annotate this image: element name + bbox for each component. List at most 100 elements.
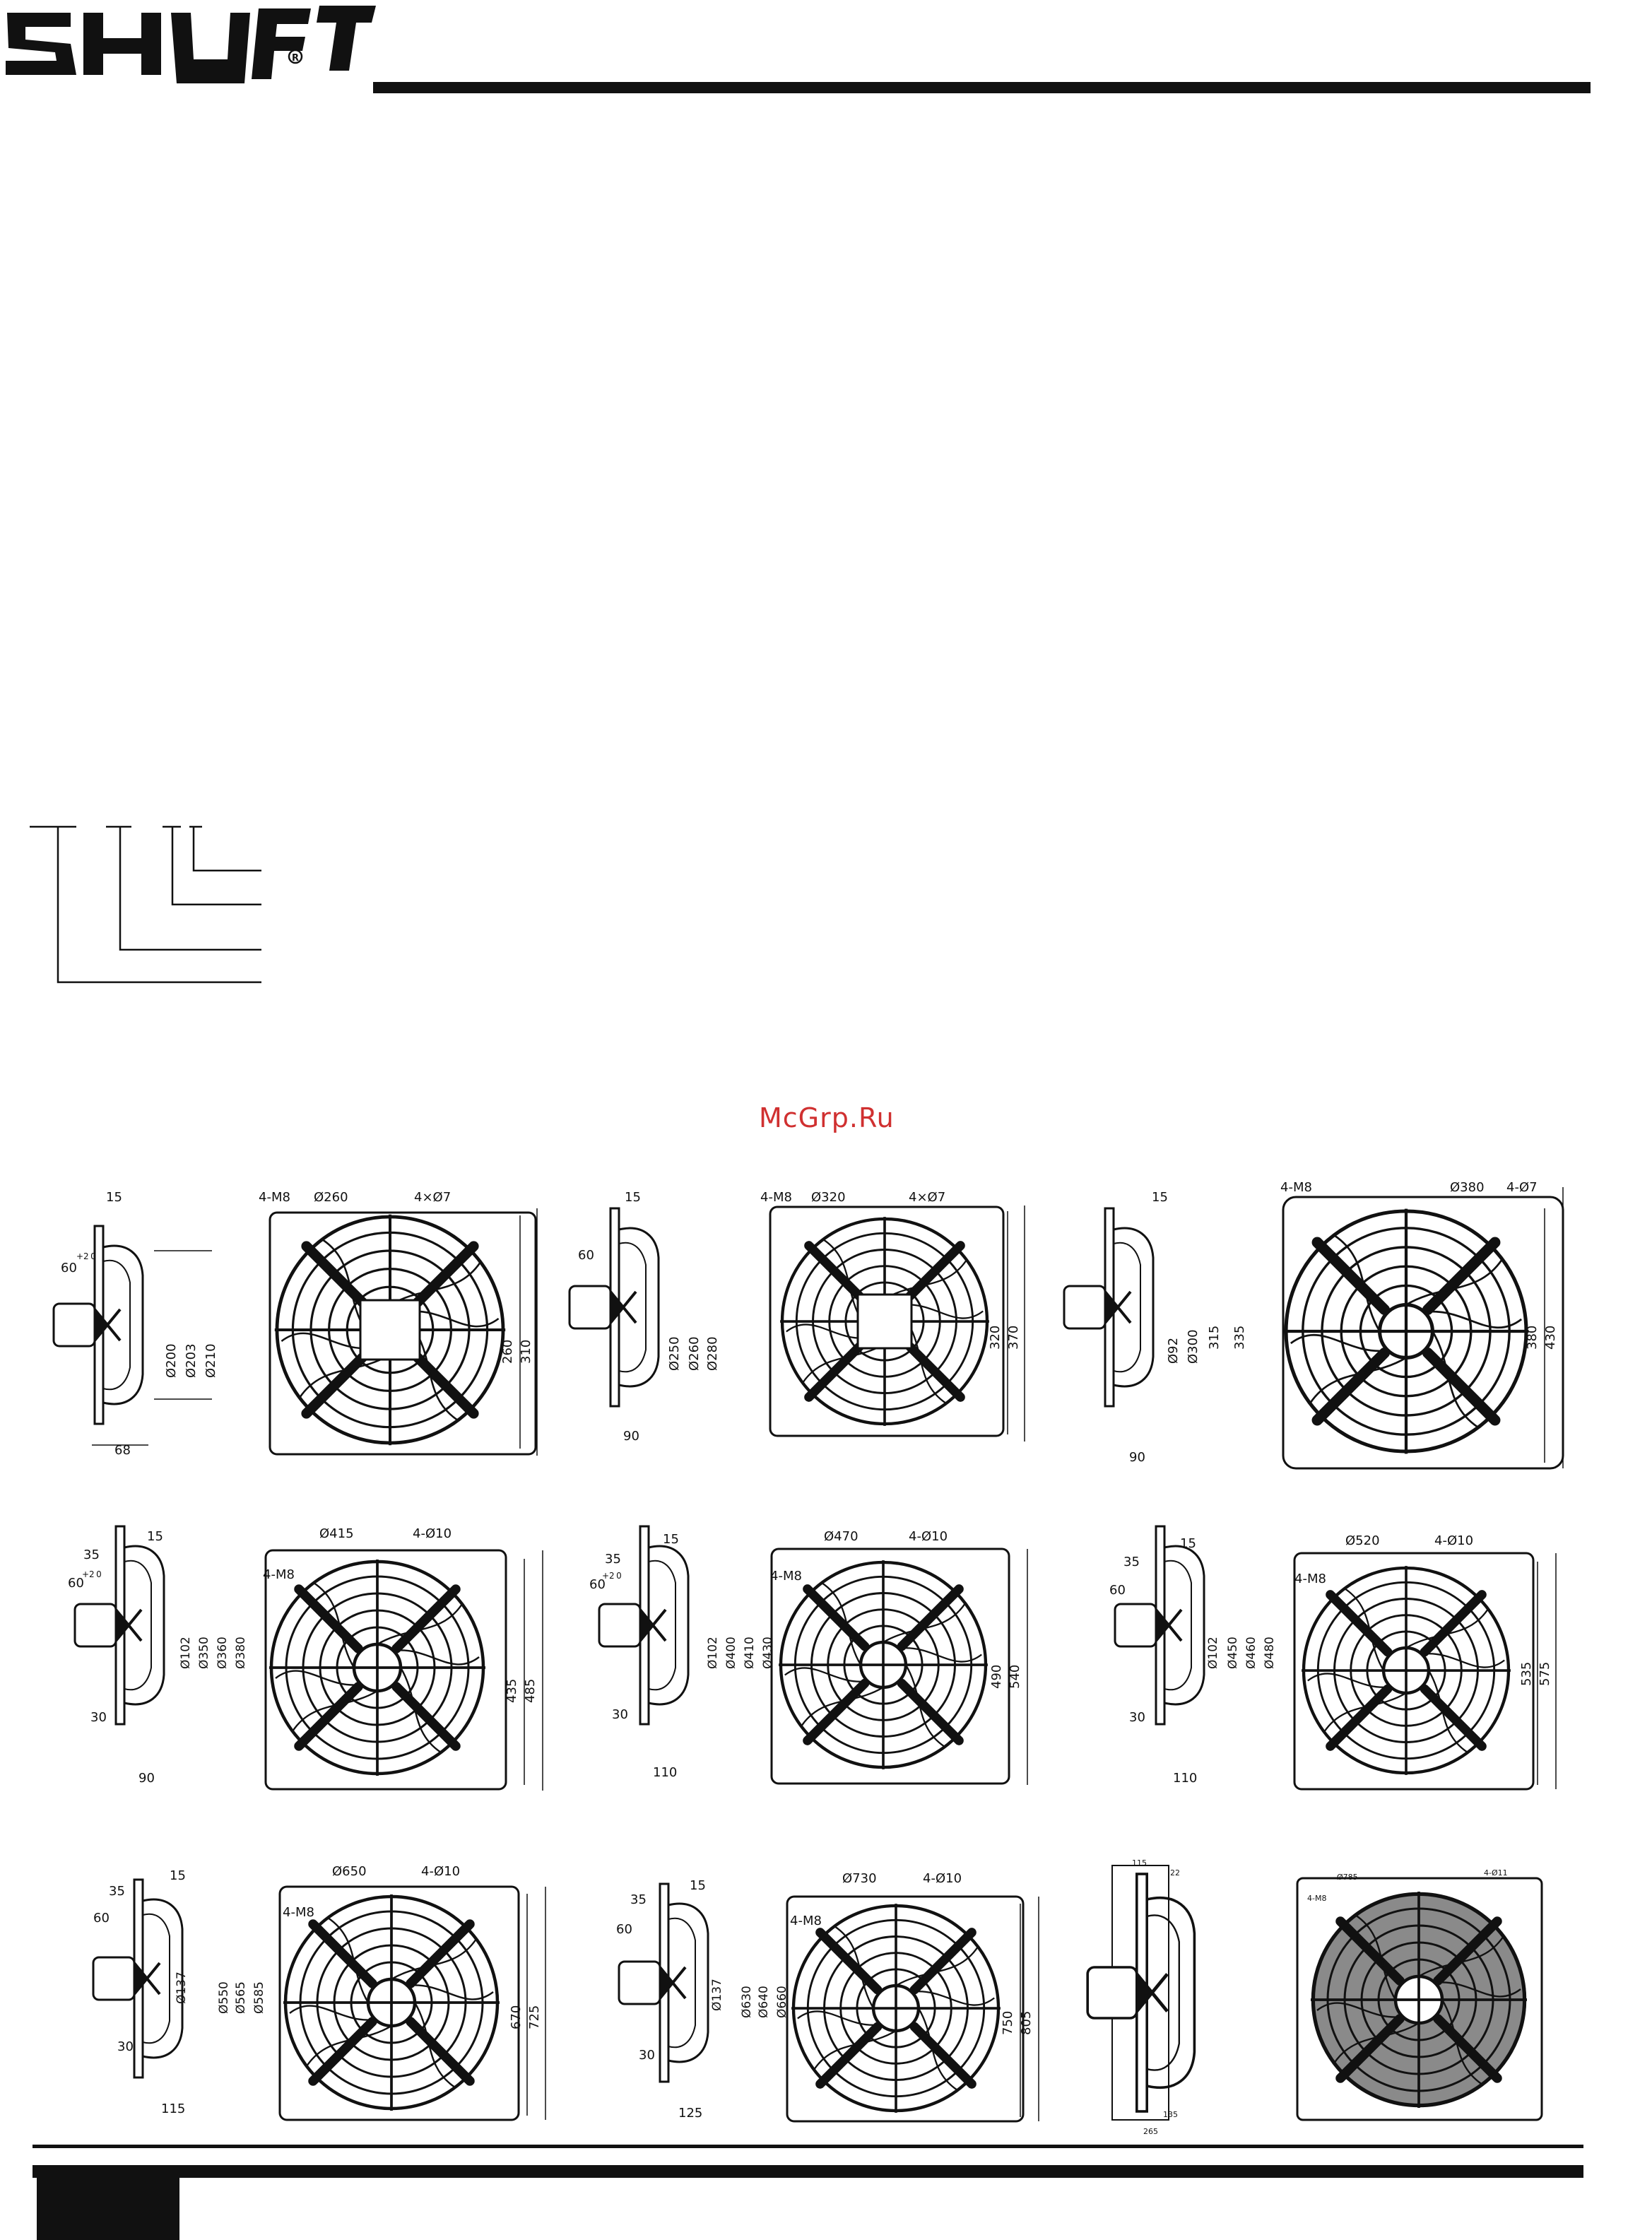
d1-height: 60	[61, 1261, 77, 1275]
d3-thread: 4-M8	[1280, 1180, 1312, 1195]
d8-dim-a: Ø137	[710, 1979, 724, 2011]
logo-letter-s	[6, 13, 76, 75]
d2-front-a: 320	[988, 1326, 1003, 1350]
d1-diameter: Ø260	[314, 1190, 348, 1205]
d5-front-a: 490	[989, 1665, 1004, 1689]
d1-dim-a: Ø200	[164, 1343, 179, 1378]
d4-front-b: 485	[523, 1679, 538, 1703]
d4-height: 60	[68, 1576, 84, 1591]
d4-dim-c: Ø360	[216, 1637, 230, 1669]
d3-dim-a: Ø92	[1166, 1338, 1181, 1364]
drawing-d9: 115 22 135 265 4-M8 Ø785 4-Ø11	[1087, 1858, 1543, 2134]
d1-holes: 4×Ø7	[414, 1190, 451, 1205]
drawing-d1: 15 60 +2 0 68 Ø200 Ø203 Ø210 4-M8 Ø260 4…	[52, 1190, 538, 1458]
d8-height: 60	[616, 1922, 632, 1937]
d7-holes: 4-Ø10	[421, 1864, 460, 1879]
d7-depth: 115	[161, 2102, 185, 2116]
d8-diameter: Ø730	[842, 1871, 877, 1886]
brand-logo: R	[6, 6, 376, 83]
designation-tree	[30, 825, 261, 984]
d5-bottom: 30	[612, 1707, 628, 1722]
d3-dim-d: 335	[1232, 1326, 1247, 1350]
d5-depth: 110	[653, 1765, 677, 1780]
drawing-d4: 15 35 60 +2 0 30 90 Ø102 Ø350 Ø360 Ø380 …	[68, 1525, 543, 1791]
d7-height: 60	[93, 1911, 110, 1926]
d8-dim-d: Ø660	[775, 1986, 789, 2018]
d5-dim-a: Ø102	[706, 1637, 720, 1669]
d5-front-b: 540	[1008, 1665, 1022, 1689]
tree-branch-2	[106, 825, 261, 951]
d9-top-a: 115	[1132, 1858, 1147, 1868]
d5-thread: 4-M8	[770, 1569, 802, 1584]
d7-dim-b: Ø550	[217, 1981, 231, 2014]
d8-holes: 4-Ø10	[923, 1871, 962, 1886]
d4-depth: 90	[138, 1771, 155, 1786]
d8-flange: 15	[690, 1878, 706, 1893]
d2-height: 60	[578, 1248, 594, 1263]
d6-diameter: Ø520	[1345, 1533, 1380, 1548]
d8-front-a: 750	[1001, 2011, 1015, 2035]
d4-front-a: 435	[505, 1679, 519, 1703]
d6-dim-b: Ø450	[1226, 1637, 1240, 1669]
d1-dim-c: Ø210	[203, 1343, 218, 1378]
tree-branch-3	[163, 825, 261, 906]
d6-height: 60	[1109, 1583, 1126, 1598]
drawing-d6: 15 35 60 30 110 Ø102 Ø450 Ø460 Ø480 4-M8…	[1109, 1525, 1557, 1791]
tree-branch-1	[30, 825, 261, 984]
d2-diameter: Ø320	[811, 1190, 846, 1205]
d5-flange: 15	[663, 1532, 679, 1547]
d6-dim-d: Ø480	[1263, 1637, 1277, 1669]
logo-letter-t	[317, 6, 376, 71]
d3-holes: 4-Ø7	[1506, 1180, 1538, 1195]
d4-dim-a: Ø102	[179, 1637, 193, 1669]
d7-thread: 4-M8	[283, 1905, 314, 1920]
d6-thread: 4-M8	[1294, 1572, 1326, 1586]
d3-dim-c: 315	[1207, 1326, 1222, 1350]
d5-dim-b: Ø400	[724, 1637, 738, 1669]
d1-thread: 4-M8	[259, 1190, 290, 1205]
d9-depth-b: 265	[1143, 2127, 1158, 2134]
d3-front-a: 380	[1525, 1326, 1540, 1350]
d4-dim-b: Ø350	[197, 1637, 211, 1669]
d8-bottom: 30	[639, 2048, 655, 2063]
d8-depth: 125	[678, 2106, 702, 2121]
d2-holes: 4×Ø7	[909, 1190, 945, 1205]
drawing-d3: 15 90 Ø92 Ø300 315 335 4-M8 Ø380 4-Ø7 38…	[1063, 1180, 1564, 1470]
d3-depth: 90	[1129, 1450, 1145, 1465]
d8-offset: 35	[630, 1892, 647, 1907]
d4-diameter: Ø415	[319, 1526, 354, 1541]
registered-mark	[288, 49, 303, 64]
d7-dim-a: Ø137	[175, 1971, 189, 2004]
tree-branch-4	[189, 825, 261, 872]
d6-dim-a: Ø102	[1206, 1637, 1220, 1669]
d6-holes: 4-Ø10	[1434, 1533, 1473, 1548]
d4-offset: 35	[83, 1548, 100, 1562]
d7-bottom: 30	[117, 2039, 134, 2054]
watermark: McGrp.Ru	[759, 1102, 895, 1133]
header-rule	[373, 82, 1591, 93]
d7-front-b: 725	[527, 2005, 542, 2029]
d9-top-b: 22	[1170, 1868, 1180, 1878]
logo-letter-h	[83, 13, 161, 75]
d3-front-b: 430	[1543, 1326, 1558, 1350]
logo-letter-f	[252, 8, 311, 79]
d6-offset: 35	[1123, 1555, 1140, 1569]
d3-flange: 15	[1152, 1190, 1168, 1205]
d1-front-b: 310	[519, 1340, 533, 1364]
d2-dim-a: Ø250	[667, 1336, 682, 1371]
drawing-d2: 15 60 90 Ø250 Ø260 Ø280 4-M8 Ø320 4×Ø7 3…	[568, 1190, 1025, 1444]
d5-offset: 35	[605, 1552, 621, 1567]
d8-thread: 4-M8	[790, 1914, 822, 1928]
d8-dim-c: Ø640	[757, 1986, 771, 2018]
d3-diameter: Ø380	[1450, 1180, 1485, 1195]
d6-front-b: 575	[1538, 1662, 1552, 1686]
d7-flange: 15	[170, 1868, 186, 1883]
d6-depth: 110	[1173, 1771, 1197, 1786]
d8-front-b: 805	[1019, 2011, 1034, 2035]
d2-thread: 4-M8	[760, 1190, 792, 1205]
d1-front-a: 260	[500, 1340, 515, 1364]
d6-front-a: 535	[1519, 1662, 1534, 1686]
d9-diameter: Ø785	[1337, 1873, 1358, 1882]
d7-dim-d: Ø585	[252, 1981, 266, 2014]
d5-holes: 4-Ø10	[909, 1529, 948, 1544]
